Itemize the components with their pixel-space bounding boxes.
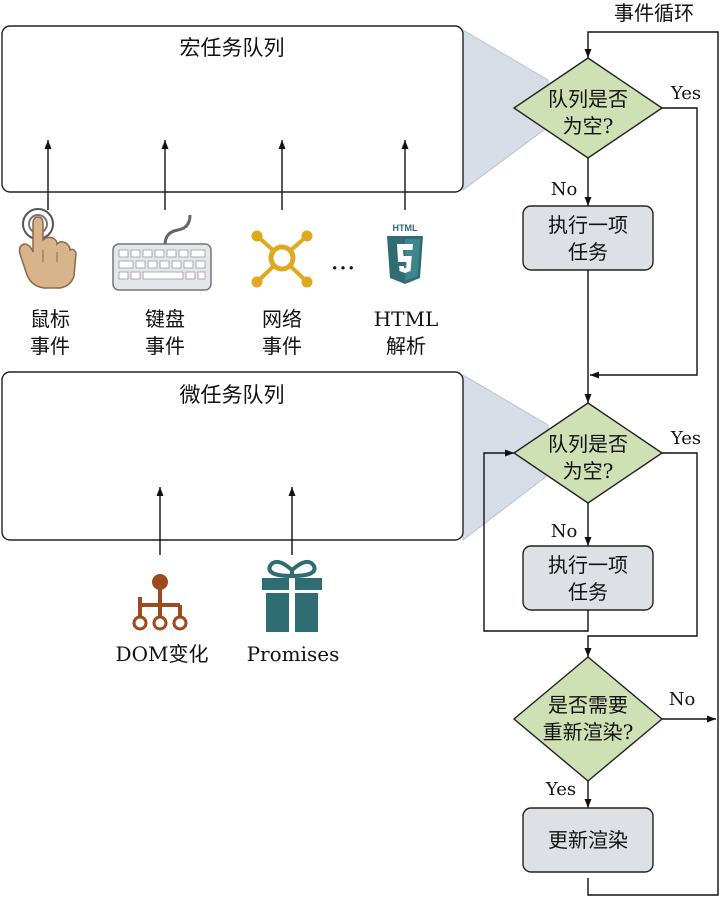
decision1-line1: 队列是否 [548, 87, 628, 111]
decision1-line2: 为空? [563, 114, 614, 138]
process2-line1: 执行一项 [548, 553, 628, 577]
dom-change-label: DOM变化 [116, 642, 209, 666]
process1-line2: 任务 [568, 240, 608, 264]
decision2-no-label: No [551, 521, 578, 542]
decision3-line1: 是否需要 [548, 693, 628, 717]
network-event-label-2: 事件 [262, 334, 302, 358]
microtask-queue-title: 微任务队列 [180, 383, 285, 407]
process1-line1: 执行一项 [548, 213, 628, 237]
process2-line2: 任务 [568, 580, 608, 604]
decision2-line2: 为空? [563, 459, 614, 483]
decision3-no-label: No [669, 689, 696, 710]
macrotask-queue-box [1, 25, 464, 193]
mouse-event-label-1: 鼠标 [30, 307, 70, 331]
gift-icon [262, 559, 322, 632]
html5-icon: HTML [387, 223, 423, 284]
arrow-d1-yes [590, 107, 698, 379]
decision-needs-render [512, 656, 664, 782]
mouse-event-label-2: 事件 [30, 334, 70, 358]
decision2-line1: 队列是否 [548, 432, 628, 456]
keyboard-icon [112, 214, 212, 291]
event-loop-label: 事件循环 [614, 1, 694, 25]
keyboard-event-label-1: 键盘 [145, 307, 185, 331]
more-sources-ellipsis: ··· [331, 254, 356, 284]
loop-back-line [584, 31, 719, 896]
decision2-yes-label: Yes [670, 428, 701, 449]
network-event-label-1: 网络 [262, 307, 302, 331]
keyboard-event-label-2: 事件 [145, 334, 185, 358]
decision1-no-label: No [551, 179, 578, 200]
process3-label: 更新渲染 [548, 828, 628, 852]
arrow-p2-loop-back [483, 449, 589, 632]
decision1-yes-label: Yes [670, 83, 701, 104]
promises-label: Promises [247, 642, 340, 666]
microtask-queue-box [1, 371, 464, 541]
dom-tree-icon [132, 574, 188, 631]
macrotask-queue-title: 宏任务队列 [180, 36, 285, 60]
arrow-d2-yes [584, 452, 698, 657]
process-update-render [522, 807, 654, 873]
html-parse-label-2: 解析 [386, 334, 426, 358]
mouse-pointer-icon [18, 208, 77, 289]
decision3-yes-label: Yes [545, 779, 576, 800]
html-parse-label-1: HTML [374, 307, 439, 331]
decision3-line2: 重新渲染? [543, 720, 634, 744]
network-icon [251, 230, 313, 288]
svg-text:HTML: HTML [393, 223, 418, 233]
